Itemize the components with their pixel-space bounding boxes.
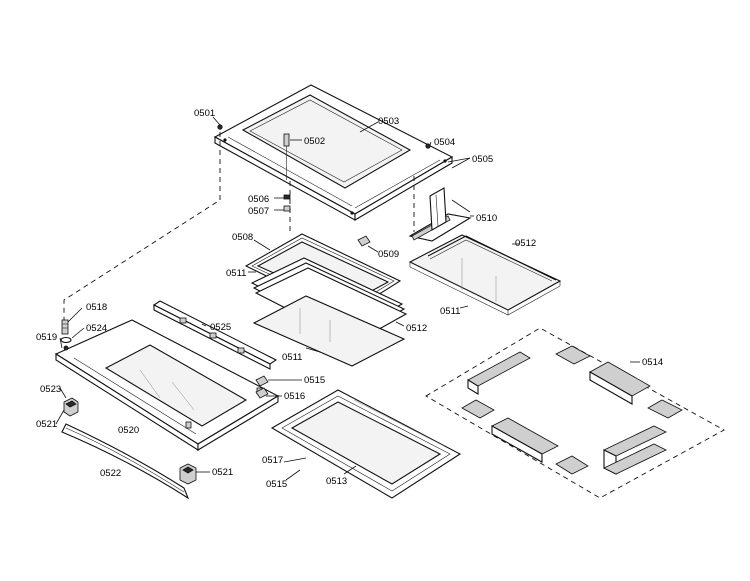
washer-0507 [283,205,291,212]
label-0514: 0514 [642,357,663,368]
nut-0519 [63,345,69,351]
alignment-lines [63,132,415,320]
label-0508: 0508 [232,232,253,243]
label-0523: 0523 [40,384,61,395]
bolt-0502 [283,133,290,180]
label-0524: 0524 [86,323,107,334]
bracket-0525 [152,300,278,370]
clip-0509 [357,235,371,247]
washer-0524 [60,336,72,344]
label-0521-left: 0521 [36,419,57,430]
label-0525: 0525 [210,322,231,333]
label-0512-center: 0512 [406,323,427,334]
label-0513: 0513 [326,476,347,487]
label-0515-lower: 0515 [266,479,287,490]
label-0510: 0510 [476,213,497,224]
label-0522: 0522 [100,468,121,479]
frame-0513 [270,389,462,499]
label-0509: 0509 [378,249,399,260]
stud-0518 [61,319,69,335]
label-0504: 0504 [434,137,455,148]
leader-lines [55,116,640,481]
end-cap-0521-left [63,397,79,417]
label-0502: 0502 [304,136,325,147]
clip-0515 [255,375,269,387]
seal-strip-0512 [427,235,557,282]
screw-0501 [217,124,223,130]
label-0507: 0507 [248,206,269,217]
inner-panel-0520 [54,319,280,451]
label-0521-right: 0521 [212,467,233,478]
insulation-kit-0514 [425,327,725,499]
part-labels: 0501 0502 0503 0504 0505 0506 0507 0508 … [36,108,663,490]
spacer-0506 [283,194,291,200]
screw-0504 [425,143,431,149]
outer-door-frame [213,84,454,221]
label-0517: 0517 [262,455,283,466]
label-0505: 0505 [472,154,493,165]
glass-pane-0511-right [408,234,562,316]
label-0511-lower: 0511 [282,352,302,363]
handle-bar-0522 [61,423,190,500]
label-0520: 0520 [118,425,139,436]
label-0512-right: 0512 [515,238,536,249]
label-0519: 0519 [36,332,57,343]
label-0511-right: 0511 [440,306,460,317]
end-cap-0521-right [179,463,197,485]
label-0503: 0503 [378,116,399,127]
label-0511-upper: 0511 [226,268,246,279]
label-0501: 0501 [194,108,215,119]
label-0515-upper: 0515 [304,375,325,386]
label-0506: 0506 [248,194,269,205]
spacer-0516 [255,387,269,399]
hinge-0510 [408,187,472,242]
label-0516: 0516 [284,391,305,402]
label-0518: 0518 [86,302,107,313]
